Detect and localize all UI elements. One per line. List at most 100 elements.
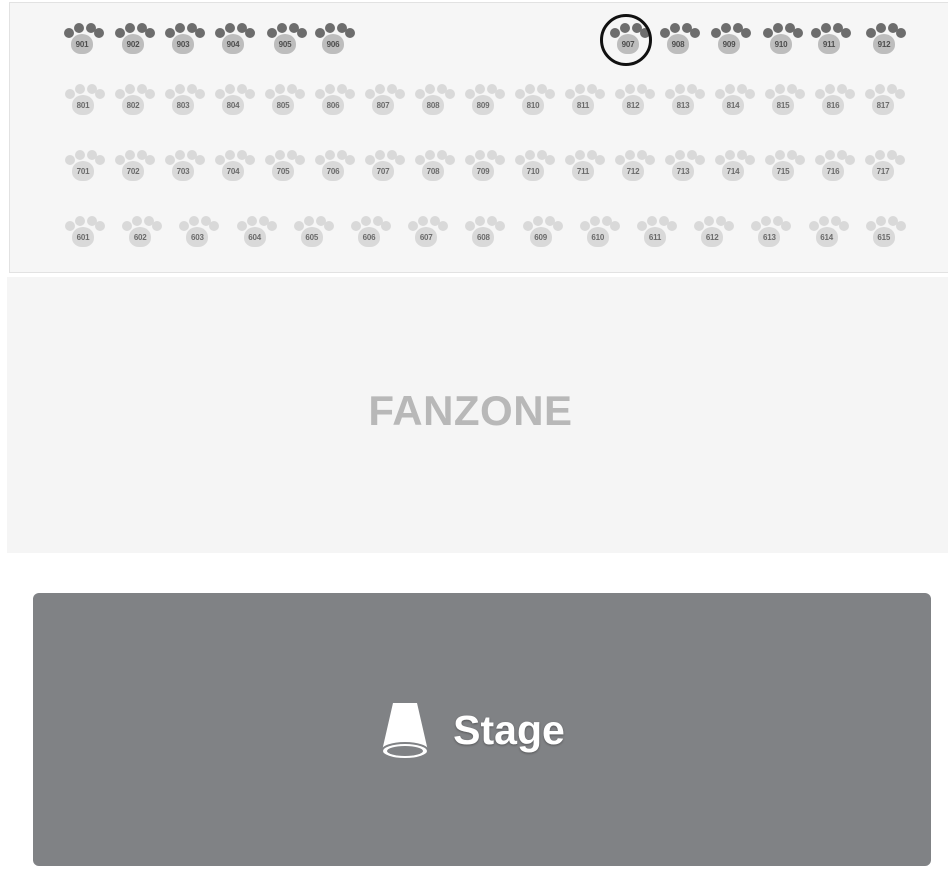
paw-icon [404, 215, 449, 255]
seat-813[interactable]: 813 [661, 83, 705, 123]
seat-817[interactable]: 817 [861, 83, 905, 123]
fanzone-area: FANZONE [7, 277, 948, 553]
paw-icon [311, 83, 355, 123]
seat-717[interactable]: 717 [861, 149, 905, 189]
seat-number: 703 [176, 167, 190, 176]
seat-814[interactable]: 814 [711, 83, 755, 123]
seat-815[interactable]: 815 [761, 83, 805, 123]
seat-901[interactable]: 901 [60, 22, 104, 62]
seat-905[interactable]: 905 [263, 22, 307, 62]
seat-713[interactable]: 713 [661, 149, 705, 189]
seat-706[interactable]: 706 [311, 149, 355, 189]
seat-number: 811 [576, 101, 590, 110]
seat-902[interactable]: 902 [111, 22, 155, 62]
seat-615[interactable]: 615 [862, 215, 906, 255]
seat-605[interactable]: 605 [290, 215, 334, 255]
seat-number: 610 [591, 233, 605, 242]
seat-604[interactable]: 604 [233, 215, 277, 255]
seat-number: 812 [626, 101, 640, 110]
seat-number: 706 [326, 167, 340, 176]
seat-810[interactable]: 810 [511, 83, 555, 123]
seat-715[interactable]: 715 [761, 149, 805, 189]
paw-icon [233, 215, 277, 255]
seat-903[interactable]: 903 [161, 22, 205, 62]
seat-number: 817 [876, 101, 890, 110]
seat-number: 801 [76, 101, 90, 110]
paw-icon [811, 83, 855, 123]
seat-609[interactable]: 609 [519, 215, 563, 255]
seat-709[interactable]: 709 [461, 149, 505, 189]
seat-908[interactable]: 908 [656, 22, 700, 62]
seat-611[interactable]: 611 [633, 215, 677, 255]
paw-icon [747, 215, 792, 255]
paw-icon [759, 22, 803, 62]
seat-601[interactable]: 601 [61, 215, 105, 255]
paw-icon [461, 149, 505, 189]
seat-802[interactable]: 802 [111, 83, 155, 123]
seat-612[interactable]: 612 [690, 215, 735, 255]
seat-909[interactable]: 909 [707, 22, 751, 62]
seat-708[interactable]: 708 [411, 149, 455, 189]
seat-907[interactable]: 907 [600, 14, 652, 66]
seat-705[interactable]: 705 [261, 149, 305, 189]
paw-icon [761, 83, 805, 123]
seat-710[interactable]: 710 [511, 149, 555, 189]
seat-801[interactable]: 801 [61, 83, 105, 123]
paw-icon [411, 83, 455, 123]
paw-icon [261, 149, 305, 189]
paw-icon [690, 215, 735, 255]
seat-702[interactable]: 702 [111, 149, 155, 189]
seat-607[interactable]: 607 [404, 215, 449, 255]
seat-711[interactable]: 711 [561, 149, 605, 189]
seat-808[interactable]: 808 [411, 83, 455, 123]
paw-icon [60, 22, 104, 62]
seat-714[interactable]: 714 [711, 149, 755, 189]
seat-number: 603 [191, 233, 204, 242]
seat-606[interactable]: 606 [347, 215, 391, 255]
seat-805[interactable]: 805 [261, 83, 305, 123]
seat-613[interactable]: 613 [747, 215, 792, 255]
seat-803[interactable]: 803 [161, 83, 205, 123]
seat-number: 611 [648, 233, 662, 242]
seat-number: 909 [722, 40, 736, 49]
seat-807[interactable]: 807 [361, 83, 405, 123]
seat-707[interactable]: 707 [361, 149, 405, 189]
seat-904[interactable]: 904 [211, 22, 255, 62]
seat-811[interactable]: 811 [561, 83, 605, 123]
seat-701[interactable]: 701 [61, 149, 105, 189]
seat-number: 608 [477, 233, 490, 242]
seat-number: 905 [278, 40, 292, 49]
seat-number: 901 [75, 40, 89, 49]
paw-icon [461, 83, 505, 123]
paw-icon [862, 215, 906, 255]
seat-812[interactable]: 812 [611, 83, 655, 123]
seat-806[interactable]: 806 [311, 83, 355, 123]
seat-number: 814 [726, 101, 740, 110]
seat-712[interactable]: 712 [611, 149, 655, 189]
seat-716[interactable]: 716 [811, 149, 855, 189]
paw-icon [61, 215, 105, 255]
seat-910[interactable]: 910 [759, 22, 803, 62]
paw-icon [161, 83, 205, 123]
seat-809[interactable]: 809 [461, 83, 505, 123]
seat-number: 907 [621, 40, 635, 49]
seat-603[interactable]: 603 [175, 215, 220, 255]
seat-703[interactable]: 703 [161, 149, 205, 189]
seat-610[interactable]: 610 [576, 215, 620, 255]
paw-icon [61, 149, 105, 189]
seat-602[interactable]: 602 [118, 215, 163, 255]
seat-912[interactable]: 912 [862, 22, 906, 62]
seat-608[interactable]: 608 [461, 215, 506, 255]
seat-number: 713 [676, 167, 690, 176]
paw-icon [606, 22, 650, 62]
seat-804[interactable]: 804 [211, 83, 255, 123]
seat-number: 707 [376, 167, 390, 176]
paw-icon [611, 83, 655, 123]
seat-906[interactable]: 906 [311, 22, 355, 62]
seat-704[interactable]: 704 [211, 149, 255, 189]
seat-614[interactable]: 614 [805, 215, 849, 255]
paw-icon [361, 83, 405, 123]
seat-911[interactable]: 911 [807, 22, 851, 62]
seat-816[interactable]: 816 [811, 83, 855, 123]
paw-icon [811, 149, 855, 189]
